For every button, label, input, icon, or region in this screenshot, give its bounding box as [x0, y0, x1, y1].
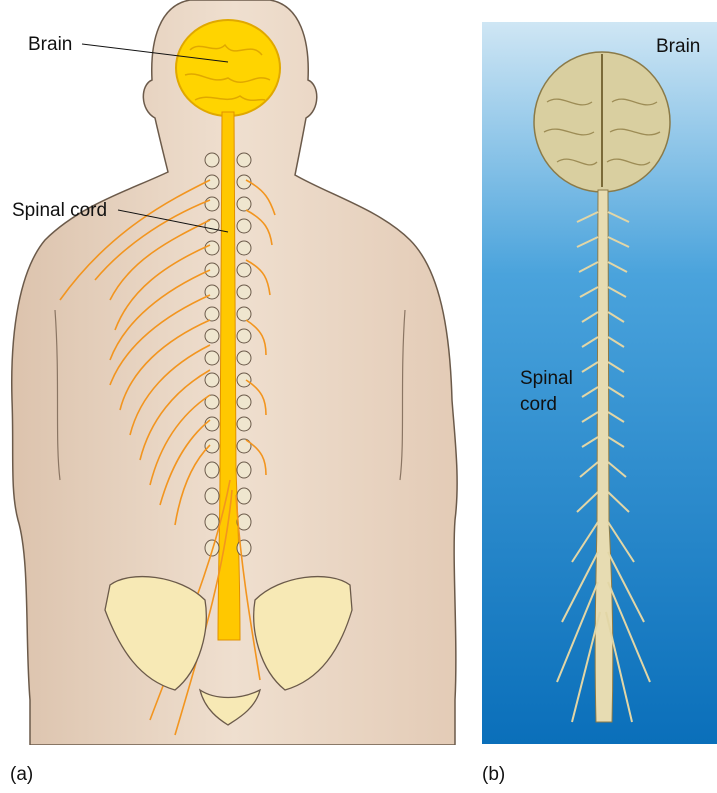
label-cord-b: cord [520, 394, 557, 415]
brain-shape [176, 20, 280, 116]
specimen-photo-panel-b: Brain Spinal cord [482, 22, 717, 744]
illustration-panel-a: Brain Spinal cord [0, 0, 460, 745]
brain-spinal-cord-specimen: Brain Spinal cord [482, 22, 717, 744]
label-spinal-b: Spinal [520, 368, 573, 389]
label-spinal-cord-a: Spinal cord [12, 200, 107, 221]
caption-b: (b) [482, 764, 505, 786]
brain-specimen [534, 52, 670, 192]
label-brain-b: Brain [656, 36, 700, 57]
back-anatomy-illustration: Brain Spinal cord [0, 0, 460, 745]
label-brain-a: Brain [28, 34, 72, 55]
caption-a: (a) [10, 764, 33, 786]
